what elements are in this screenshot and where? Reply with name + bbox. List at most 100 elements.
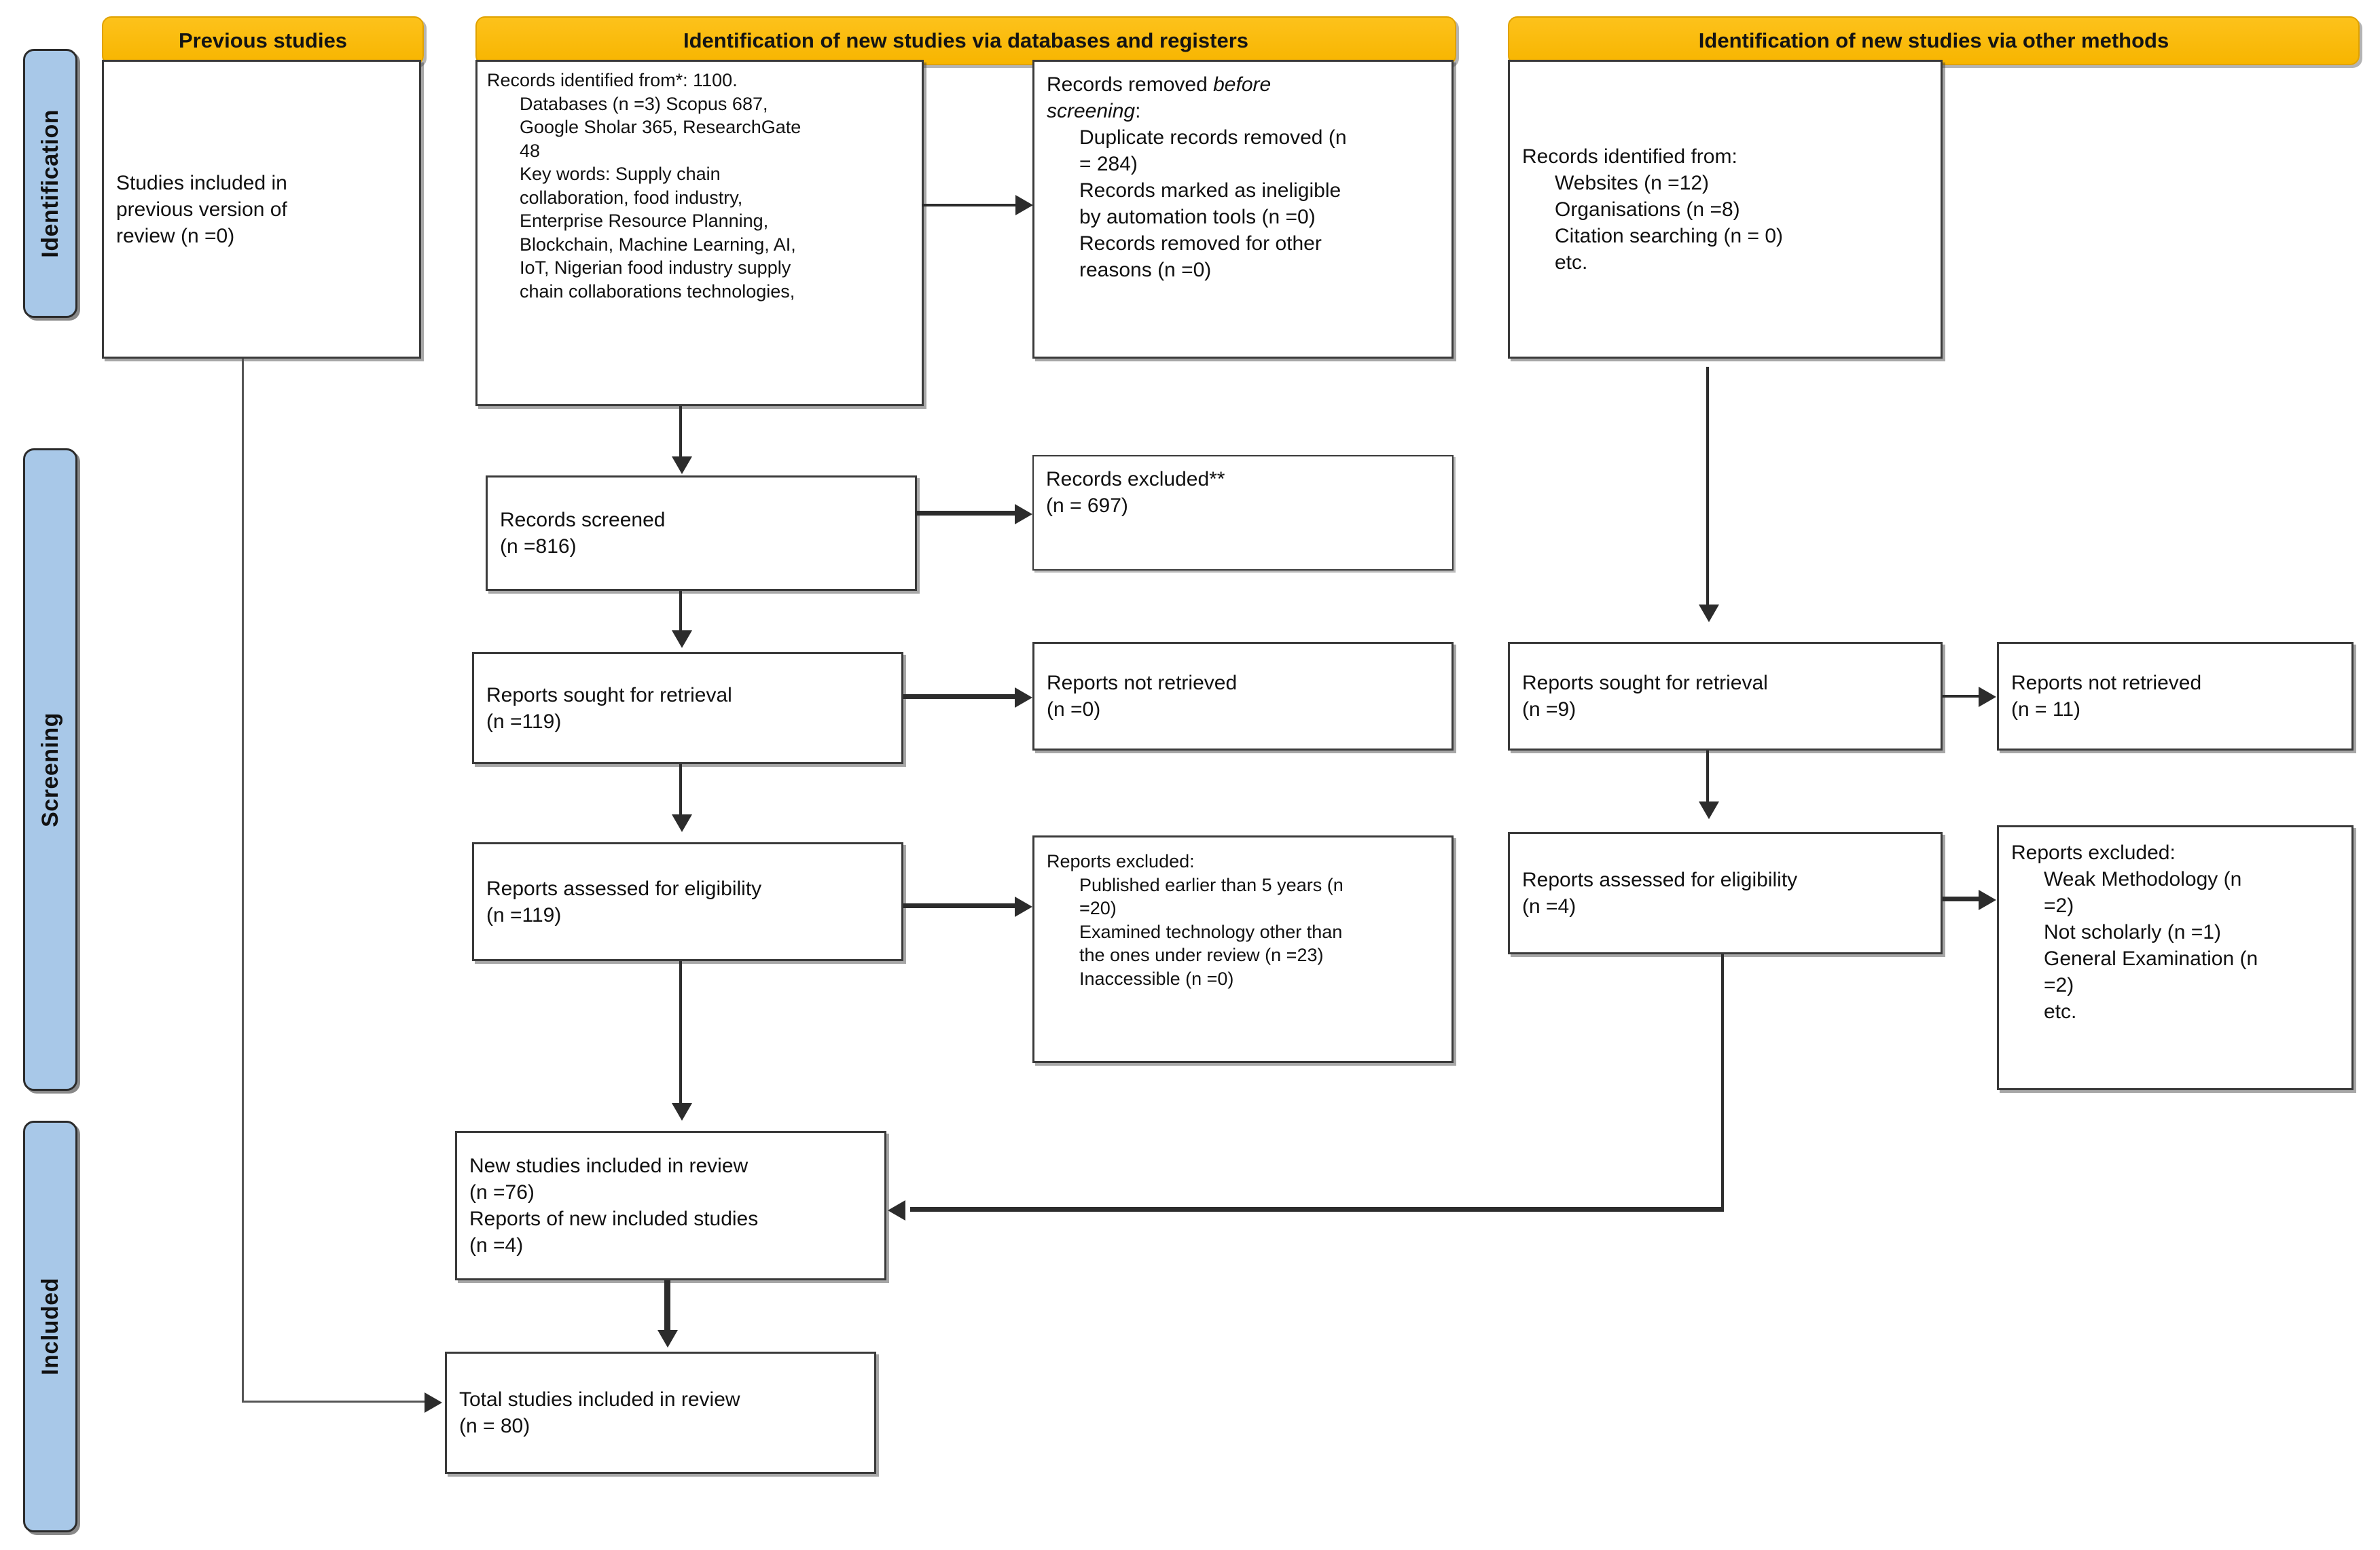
previous-studies-line-3: review (n =0): [116, 224, 235, 247]
reports-excluded-other-item-5: =2): [2044, 974, 2074, 996]
records-identified-other-item-4: etc.: [1555, 251, 1588, 274]
connector-other-assessed-down: [1721, 954, 1724, 1209]
records-identified-line-2: Databases (n =3) Scopus 687,: [520, 93, 768, 114]
records-removed-title-d: :: [1135, 100, 1141, 122]
arrowhead-sought-to-notretrieved-db: [1015, 687, 1032, 708]
reports-excluded-other-item-1: Weak Methodology (n: [2044, 868, 2242, 890]
box-records-screened: Records screened (n =816): [486, 475, 917, 591]
records-identified-line-7: Enterprise Resource Planning,: [520, 211, 769, 232]
records-removed-title-b: before: [1213, 73, 1272, 96]
header-identification-databases-text: Identification of new studies via databa…: [683, 29, 1249, 52]
records-identified-other-item-1: Websites (n =12): [1555, 171, 1710, 194]
reports-excluded-db-item-5: Inaccessible (n =0): [1079, 968, 1234, 989]
connector-identified-to-removed: [922, 204, 1017, 206]
reports-not-retrieved-other-line-2: (n = 11): [2011, 698, 2080, 721]
connector-sought-to-assessed-other: [1706, 751, 1709, 804]
reports-sought-db-line-2: (n =119): [486, 710, 562, 733]
box-reports-sought-databases: Reports sought for retrieval (n =119): [472, 652, 903, 764]
box-reports-assessed-databases: Reports assessed for eligibility (n =119…: [472, 842, 903, 961]
new-studies-line-2: (n =76): [469, 1181, 535, 1204]
connector-identified-to-screened: [679, 406, 682, 459]
arrowhead-sought-to-notretrieved-other: [1979, 687, 1996, 707]
arrowhead-previous-to-total: [425, 1392, 442, 1413]
arrowhead-sought-to-assessed-other: [1699, 801, 1719, 819]
previous-studies-line-2: previous version of: [116, 198, 287, 221]
reports-assessed-db-line-1: Reports assessed for eligibility: [486, 877, 762, 900]
arrowhead-identified-to-removed: [1015, 195, 1033, 215]
reports-excluded-other-item-6: etc.: [2044, 1001, 2077, 1023]
records-identified-other-item-3: Citation searching (n = 0): [1555, 224, 1784, 247]
box-reports-not-retrieved-other: Reports not retrieved (n = 11): [1997, 642, 2354, 751]
reports-not-retrieved-db-line-1: Reports not retrieved: [1047, 672, 1238, 694]
records-identified-line-5: Key words: Supply chain: [520, 164, 721, 185]
records-identified-other-title: Records identified from:: [1522, 145, 1737, 168]
records-identified-other-item-2: Organisations (n =8): [1555, 198, 1740, 221]
records-excluded-line-1: Records excluded**: [1046, 468, 1225, 490]
connector-newstudies-to-total: [664, 1280, 670, 1333]
connector-previous-vertical: [242, 359, 244, 1403]
new-studies-line-1: New studies included in review: [469, 1155, 749, 1177]
records-screened-line-2: (n =816): [500, 535, 577, 558]
connector-other-assessed-left: [910, 1207, 1724, 1212]
reports-excluded-db-title: Reports excluded:: [1047, 851, 1195, 871]
reports-excluded-other-item-3: Not scholarly (n =1): [2044, 921, 2221, 943]
box-records-identified-databases: Records identified from*: 1100. Database…: [475, 60, 924, 406]
box-reports-assessed-other: Reports assessed for eligibility (n =4): [1508, 832, 1943, 954]
reports-not-retrieved-db-line-2: (n =0): [1047, 698, 1101, 721]
records-removed-item-5: Records removed for other: [1079, 232, 1322, 255]
records-removed-item-1: Duplicate records removed (n: [1079, 126, 1347, 149]
arrowhead-other-identified-to-sought: [1699, 605, 1719, 622]
reports-excluded-db-item-2: =20): [1079, 898, 1117, 919]
connector-screened-to-excluded: [916, 511, 1017, 516]
arrowhead-screened-to-excluded: [1015, 504, 1032, 524]
connector-assessed-to-excluded-other: [1943, 897, 1983, 901]
records-identified-line-3: Google Sholar 365, ResearchGate: [520, 117, 801, 138]
box-reports-excluded-databases: Reports excluded: Published earlier than…: [1032, 835, 1454, 1063]
phase-label-included: Included: [23, 1121, 77, 1532]
reports-not-retrieved-other-line-1: Reports not retrieved: [2011, 672, 2202, 694]
records-removed-item-6: reasons (n =0): [1079, 259, 1212, 281]
header-previous-studies: Previous studies: [102, 16, 424, 65]
reports-excluded-other-title: Reports excluded:: [2011, 842, 2176, 864]
records-screened-line-1: Records screened: [500, 509, 666, 531]
box-reports-excluded-other: Reports excluded: Weak Methodology (n =2…: [1997, 825, 2354, 1090]
records-removed-title-line2: screening:: [1047, 98, 1439, 124]
new-studies-line-4: (n =4): [469, 1234, 524, 1257]
records-identified-line-1: Records identified from*: 1100.: [487, 70, 738, 90]
records-removed-item-2: = 284): [1079, 153, 1138, 175]
records-identified-line-10: IoT, Nigerian food industry supply: [520, 257, 791, 278]
reports-excluded-db-item-1: Published earlier than 5 years (n: [1079, 874, 1344, 895]
reports-excluded-other-item-2: =2): [2044, 895, 2074, 917]
box-previous-studies: Studies included in previous version of …: [102, 60, 421, 359]
connector-previous-horizontal: [242, 1401, 429, 1403]
records-removed-item-3: Records marked as ineligible: [1079, 179, 1341, 202]
header-identification-databases: Identification of new studies via databa…: [475, 16, 1456, 65]
box-records-identified-other: Records identified from: Websites (n =12…: [1508, 60, 1943, 359]
arrowhead-newstudies-to-total: [657, 1330, 678, 1348]
arrowhead-identified-to-screened: [672, 456, 692, 474]
total-studies-line-2: (n = 80): [459, 1415, 530, 1437]
box-records-removed-before-screening: Records removed before screening: Duplic…: [1032, 60, 1454, 359]
reports-assessed-other-line-1: Reports assessed for eligibility: [1522, 869, 1798, 891]
records-excluded-line-2: (n = 697): [1046, 494, 1128, 517]
connector-sought-to-notretrieved-db: [903, 694, 1019, 699]
phase-label-included-text: Included: [37, 1278, 63, 1375]
reports-sought-other-line-2: (n =9): [1522, 698, 1576, 721]
records-identified-line-8: Blockchain, Machine Learning, AI,: [520, 234, 796, 255]
phase-label-identification-text: Identification: [37, 109, 63, 258]
connector-sought-to-notretrieved-other: [1943, 695, 1982, 698]
arrowhead-assessed-to-newstudies: [672, 1103, 692, 1121]
reports-excluded-db-item-3: Examined technology other than: [1079, 921, 1343, 942]
records-identified-line-11: chain collaborations technologies,: [520, 281, 795, 302]
header-identification-other: Identification of new studies via other …: [1508, 16, 2360, 65]
phase-label-identification: Identification: [23, 49, 77, 318]
arrowhead-sought-to-assessed-db: [672, 814, 692, 832]
connector-screened-to-sought: [679, 591, 682, 633]
connector-sought-to-assessed-db: [679, 764, 682, 817]
box-total-studies-included: Total studies included in review (n = 80…: [445, 1352, 876, 1474]
arrowhead-screened-to-sought: [672, 630, 692, 648]
records-removed-item-4: by automation tools (n =0): [1079, 206, 1316, 228]
records-identified-line-6: collaboration, food industry,: [520, 187, 743, 208]
phase-label-screening: Screening: [23, 448, 77, 1091]
